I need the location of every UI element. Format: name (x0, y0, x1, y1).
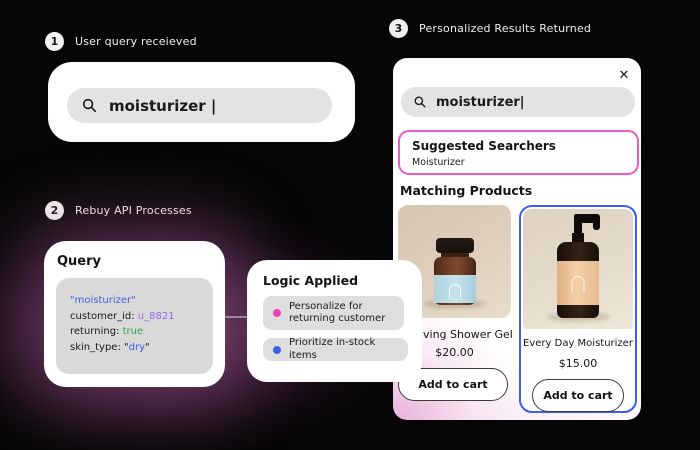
code-token: customer_id: (70, 310, 138, 322)
pump-head (574, 214, 600, 223)
code-line: skin_type: "dry" (70, 340, 213, 356)
code-token: returning: (70, 326, 123, 337)
pink-dot-icon (273, 309, 281, 317)
code-line: customer_id: u_8821 (70, 309, 213, 325)
query-code-block: "moisturizer" customer_id: u_8821 return… (56, 278, 213, 374)
jar-cap (436, 238, 474, 253)
code-token: true (122, 326, 144, 337)
suggested-item[interactable]: Moisturizer (412, 157, 465, 168)
jar-neck (441, 252, 469, 257)
code-token: u_8821 (137, 310, 175, 322)
pump-tip (593, 222, 600, 230)
code-token: " (124, 341, 129, 353)
logic-rule-text: Personalize for returning customer (289, 300, 386, 325)
logic-rule: Personalize for returning customer (263, 296, 404, 330)
step-1-label: User query receieved (75, 35, 197, 48)
suggested-title: Suggested Searchers (412, 139, 556, 153)
product-name: ving Shower Gel (423, 328, 513, 341)
product-image-moisturizer (523, 209, 633, 329)
code-token: " (145, 341, 150, 353)
results-panel: ✕ moisturizer| Suggested Searchers Moist… (393, 58, 641, 420)
suggested-searches-box: Suggested Searchers Moisturizer (398, 130, 639, 175)
product-image-shower-gel[interactable] (398, 205, 511, 318)
bottle-label (557, 261, 599, 305)
search-icon (414, 96, 426, 108)
logic-applied-card: Logic Applied Personalize for returning … (247, 260, 422, 382)
add-to-cart-button[interactable]: Add to cart (532, 379, 624, 412)
results-search-input[interactable]: moisturizer| (401, 87, 635, 117)
step-3-badge: 3 (389, 19, 408, 38)
query-title: Query (57, 254, 102, 269)
brand-arch-icon (571, 276, 585, 293)
api-query-card: Query "moisturizer" customer_id: u_8821 … (44, 241, 225, 387)
bottle-neck (572, 233, 584, 242)
code-token: "moisturizer" (70, 295, 136, 306)
search-query-text: moisturizer | (109, 96, 217, 115)
product-card-moisturizer-selected[interactable]: Every Day Moisturizer $15.00 Add to cart (519, 205, 637, 413)
connector-line (225, 316, 247, 318)
logic-title: Logic Applied (263, 273, 359, 288)
step-3-label: Personalized Results Returned (419, 22, 592, 35)
product-price: $20.00 (435, 346, 474, 359)
blue-dot-icon (273, 345, 281, 354)
code-token: skin_type: (70, 341, 125, 353)
search-input[interactable]: moisturizer | (67, 88, 332, 123)
code-line: "moisturizer" (70, 293, 213, 309)
step-1-header: 1 User query receieved (45, 32, 197, 51)
results-search-query-text: moisturizer| (436, 94, 525, 110)
matching-products-title: Matching Products (400, 183, 533, 198)
close-icon[interactable]: ✕ (618, 67, 630, 83)
step-1-badge: 1 (45, 32, 64, 51)
logic-rule-text: Prioritize in-stock items (289, 337, 376, 361)
step-2-badge: 2 (45, 201, 64, 220)
step-3-header: 3 Personalized Results Returned (389, 19, 591, 38)
jar-label (434, 275, 476, 303)
product-name: Every Day Moisturizer (523, 338, 633, 349)
step-2-label: Rebuy API Processes (75, 204, 192, 217)
brand-arch-icon (449, 284, 461, 298)
code-line: returning: true (70, 324, 213, 340)
logic-rule: Prioritize in-stock items (263, 337, 408, 361)
code-token: dry (128, 341, 146, 353)
user-query-card: moisturizer | (48, 62, 355, 142)
product-price: $15.00 (558, 357, 598, 370)
pump-stem (574, 221, 582, 234)
step-2-header: 2 Rebuy API Processes (45, 201, 192, 220)
search-icon (82, 98, 97, 113)
